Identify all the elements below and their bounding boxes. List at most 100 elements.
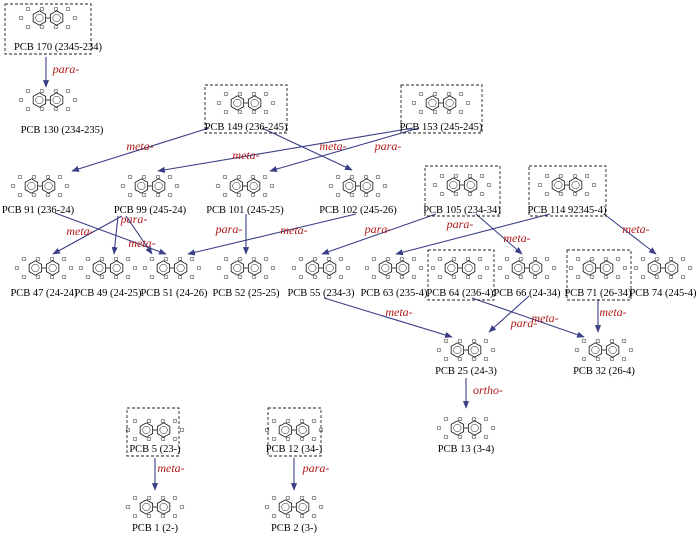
chlorine-atom-label: Cl [459, 110, 464, 116]
chlorine-atom-label: Cl [444, 417, 449, 423]
congener-highlight-box [204, 84, 288, 134]
chlorine-atom-label: Cl [161, 514, 166, 520]
congener-label: PCB 99 (245-24) [114, 205, 187, 216]
chlorine-atom-label: Cl [271, 266, 276, 272]
congener-label: PCB 13 (3-4) [438, 444, 495, 455]
chlorine-atom-label: Cl [133, 266, 138, 272]
chlorine-atom-label: Cl [40, 89, 45, 95]
chlorine-atom-label: Cl [519, 257, 524, 263]
edges-layer: para-meta-meta-meta-para-meta-para-meta-… [42, 57, 657, 491]
chlorine-atom-label: Cl [472, 357, 477, 363]
chlorine-atom-label: Cl [156, 193, 161, 199]
chlorine-atom-label: Cl [272, 437, 277, 443]
chlorine-atom-label: Cl [58, 193, 63, 199]
chlorine-atom-label: Cl [576, 257, 581, 263]
congener-label: PCB 130 (234-235) [21, 125, 104, 136]
chlorine-atom-label: Cl [412, 275, 417, 281]
reaction-arrow [475, 213, 523, 255]
chlorine-atom-label: Cl [372, 257, 377, 263]
reaction-arrow [71, 127, 210, 172]
chlorine-atom-label: Cl [40, 25, 45, 31]
chlorine-atom-label: Cl [454, 174, 459, 180]
chlorine-atom-label: Cl [437, 426, 442, 432]
congener-label: PCB 2 (3-) [271, 523, 318, 534]
chlorine-atom-label: Cl [15, 266, 20, 272]
chlorine-atom-label: Cl [327, 275, 332, 281]
chlorine-atom-label: Cl [346, 266, 351, 272]
chlorine-atom-label: Cl [79, 266, 84, 272]
chlorine-atom-label: Cl [272, 514, 277, 520]
reaction-arrow [395, 213, 551, 256]
chlorine-atom-label: Cl [264, 275, 269, 281]
chlorine-atom-label: Cl [458, 417, 463, 423]
chlorine-atom-label: Cl [487, 183, 492, 189]
congener-label: PCB 47 (24-24) [10, 288, 78, 299]
chlorine-atom-label: Cl [40, 7, 45, 13]
congener-label: PCB 32 (26-4) [573, 366, 635, 377]
chlorine-atom-label: Cl [339, 275, 344, 281]
reaction-label: para- [446, 217, 474, 231]
chlorine-atom-label: Cl [364, 193, 369, 199]
chlorine-atom-label: Cl [336, 193, 341, 199]
chlorine-atom-label: Cl [264, 257, 269, 263]
chlorine-atom-label: Cl [604, 257, 609, 263]
chlorine-atom-label: Cl [312, 419, 317, 425]
chlorine-atom-label: Cl [54, 89, 59, 95]
chlorine-atom-label: Cl [312, 514, 317, 520]
chlorine-atom-label: Cl [604, 275, 609, 281]
chlorine-atom-label: Cl [150, 275, 155, 281]
chlorine-atom-label: Cl [336, 175, 341, 181]
chlorine-atom-label: Cl [50, 275, 55, 281]
chlorine-atom-label: Cl [376, 175, 381, 181]
edge-n5-n1: meta- [151, 458, 185, 491]
chlorine-atom-label: Cl [143, 266, 148, 272]
chlorine-atom-label: Cl [582, 339, 587, 345]
chlorine-atom-label: Cl [54, 107, 59, 113]
edge-n25-n13: ortho- [462, 378, 503, 409]
chlorine-atom-label: Cl [478, 275, 483, 281]
chlorine-atom-label: Cl [100, 275, 105, 281]
chlorine-atom-label: Cl [454, 192, 459, 198]
chlorine-atom-label: Cl [128, 175, 133, 181]
chlorine-atom-label: Cl [73, 16, 78, 22]
congener-label: PCB 12 (34-) [266, 444, 323, 455]
chlorine-atom-label: Cl [100, 257, 105, 263]
chlorine-atom-label: Cl [458, 435, 463, 441]
chlorine-atom-label: Cl [19, 16, 24, 22]
congener-highlight-box [400, 84, 483, 134]
chlorine-atom-label: Cl [412, 257, 417, 263]
chlorine-atom-label: Cl [681, 257, 686, 263]
chlorine-atom-label: Cl [300, 437, 305, 443]
edge-n64-n32: meta- [471, 297, 585, 338]
congener-label: PCB 74 (245-4) [629, 288, 697, 299]
chlorine-atom-label: Cl [312, 496, 317, 502]
chlorine-atom-label: Cl [150, 257, 155, 263]
reaction-label: meta- [280, 223, 307, 237]
reaction-arrow [323, 297, 453, 338]
chlorine-atom-label: Cl [582, 357, 587, 363]
chlorine-atom-label: Cl [180, 428, 185, 434]
chlorine-atom-label: Cl [46, 193, 51, 199]
chlorine-atom-label: Cl [173, 496, 178, 502]
chlorine-atom-label: Cl [114, 275, 119, 281]
chlorine-atom-label: Cl [585, 192, 590, 198]
chlorine-atom-label: Cl [585, 174, 590, 180]
